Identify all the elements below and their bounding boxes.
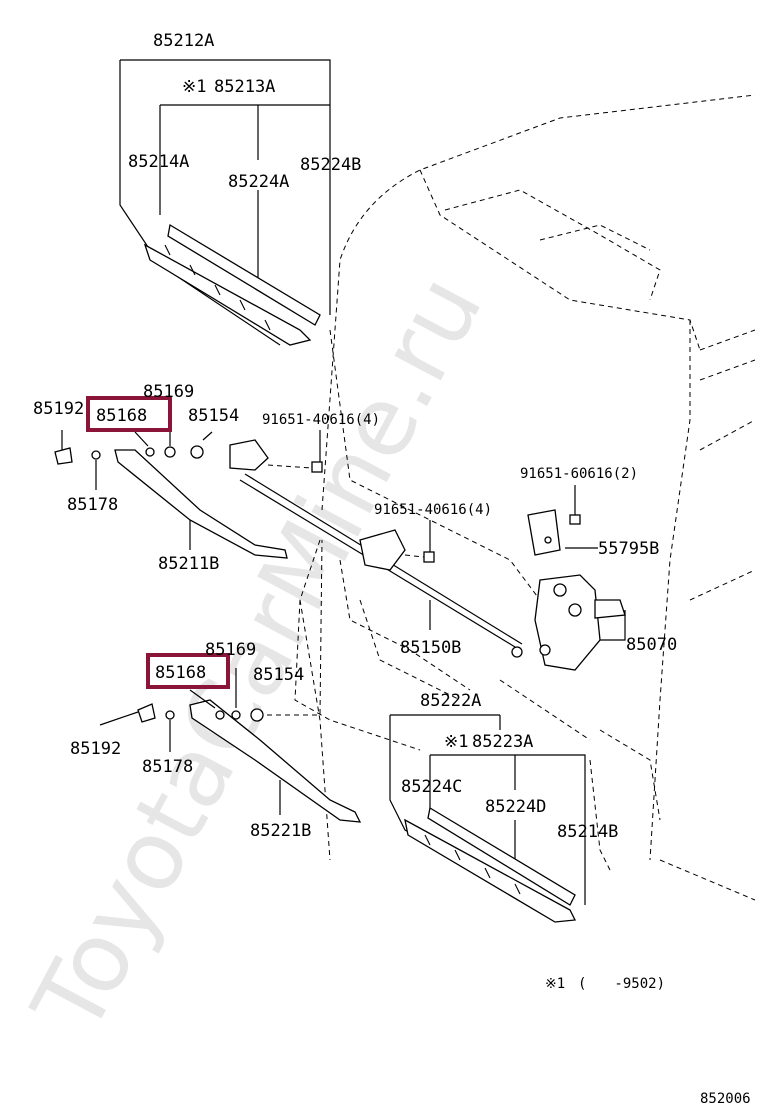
label-nut-small-upper: 85178 xyxy=(67,495,118,515)
label-bolt-upper-2: 91651-40616(4) xyxy=(374,502,492,518)
label-nut-small-lower: 85178 xyxy=(142,757,193,777)
label-cap-upper: 85192 xyxy=(33,399,84,419)
footnote-marker: ※1 xyxy=(545,976,565,992)
lower-wiper-arm xyxy=(99,539,362,823)
label-nut-lower-highlight: 85168 xyxy=(155,663,206,683)
label-backing-top: 85214A xyxy=(128,152,189,172)
label-nut-upper-highlight: 85168 xyxy=(96,406,147,426)
label-washer-lower: 85169 xyxy=(205,640,256,660)
highlight-box-upper xyxy=(86,396,172,432)
label-rubber-marker: ※1 xyxy=(182,77,206,97)
label-bolt-right: 91651-60616(2) xyxy=(520,466,638,482)
label-blade-top: 85212A xyxy=(153,31,214,51)
wiper-motor xyxy=(527,485,626,671)
label-nut-lower: 85154 xyxy=(253,665,304,685)
label-arm-lower: 85221B xyxy=(250,821,311,841)
label-nut-upper: 85154 xyxy=(188,406,239,426)
footnote-range: ( -9502) xyxy=(578,976,665,992)
label-arm-upper: 85211B xyxy=(158,554,219,574)
label-plate-b: 85224B xyxy=(300,155,361,175)
label-plate-d: 85224D xyxy=(485,797,546,817)
label-rubber-top: 85213A xyxy=(214,77,275,97)
label-plate-a: 85224A xyxy=(228,172,289,192)
link-rod-assembly xyxy=(229,430,523,658)
bottom-wiper-blade xyxy=(389,714,586,923)
highlight-box-lower xyxy=(146,653,230,689)
label-rubber-bottom: 85223A xyxy=(472,732,533,752)
diagram-code: 852006 xyxy=(700,1091,751,1107)
label-rubber-marker-bottom: ※1 xyxy=(444,732,468,752)
label-cap-lower: 85192 xyxy=(70,739,121,759)
label-backing-bottom: 85214B xyxy=(557,822,618,842)
upper-wiper-arm xyxy=(54,425,288,559)
label-bracket: 55795B xyxy=(598,539,659,559)
label-bolt-upper-1: 91651-40616(4) xyxy=(262,412,380,428)
label-plate-c: 85224C xyxy=(401,777,462,797)
vehicle-body xyxy=(294,94,756,901)
label-link-rod: 85150B xyxy=(400,638,461,658)
label-blade-bottom: 85222A xyxy=(420,691,481,711)
label-washer-upper: 85169 xyxy=(143,382,194,402)
label-motor: 85070 xyxy=(626,635,677,655)
top-wiper-blade xyxy=(119,59,331,346)
